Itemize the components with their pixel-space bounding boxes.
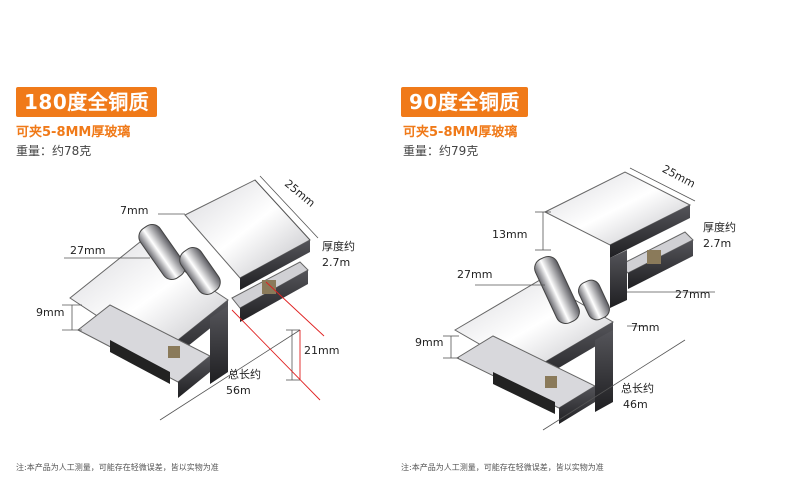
hinge-barrel xyxy=(138,223,186,281)
measurement-footnote: 注:本产品为人工测量，可能存在轻微误差，皆以实物为准 xyxy=(16,463,219,472)
weight-spec: 重量：约79克 xyxy=(403,144,479,158)
dim-height: 21mm xyxy=(304,344,340,357)
dimension-lines xyxy=(443,167,715,431)
dim-width-b: 27mm xyxy=(675,288,711,301)
glass-thickness-spec: 可夹5-8MM厚玻璃 xyxy=(16,125,131,140)
hinge-180-illustration xyxy=(62,175,325,421)
measurement-footnote: 注:本产品为人工测量，可能存在轻微误差，皆以实物为准 xyxy=(401,463,604,472)
hinge-barrel xyxy=(534,255,580,325)
dim-hinge-width: 7mm xyxy=(631,321,660,334)
panel-180-hinge: 180度全铜质 可夹5-8MM厚玻璃 重量：约78克 xyxy=(16,87,355,472)
right-wing-front-edge xyxy=(240,240,310,290)
weight-spec: 重量：约78克 xyxy=(16,144,92,158)
dim-total-label: 总长约 xyxy=(621,382,654,395)
dim-top-gap: 13mm xyxy=(492,228,528,241)
product-title-badge: 90度全铜质 xyxy=(401,87,528,117)
dim-width-a: 27mm xyxy=(457,268,493,281)
laser-guide-lines xyxy=(231,281,325,401)
dim-clamp-gap: 9mm xyxy=(36,306,65,319)
dim-total-value: 56m xyxy=(226,384,251,397)
dimension-lines xyxy=(62,175,319,421)
glass-thickness-spec: 可夹5-8MM厚玻璃 xyxy=(403,125,518,140)
dim-total-value: 46m xyxy=(623,398,648,411)
dim-thickness-label: 厚度约 xyxy=(703,221,736,234)
hinge-90-illustration xyxy=(443,167,715,431)
dim-thickness-value: 2.7m xyxy=(703,237,732,250)
product-title-badge: 180度全铜质 xyxy=(16,87,158,117)
dim-clamp-gap: 9mm xyxy=(415,336,444,349)
dim-width-a: 27mm xyxy=(70,244,106,257)
panel-90-hinge: 90度全铜质 可夹5-8MM厚玻璃 重量：约79克 xyxy=(395,0,790,481)
dim-thickness-label: 厚度约 xyxy=(322,240,355,253)
dim-total-label: 总长约 xyxy=(228,368,261,381)
dim-thickness-value: 2.7m xyxy=(322,256,351,269)
dim-hinge-width: 7mm xyxy=(120,204,149,217)
upper-plate xyxy=(543,171,692,246)
